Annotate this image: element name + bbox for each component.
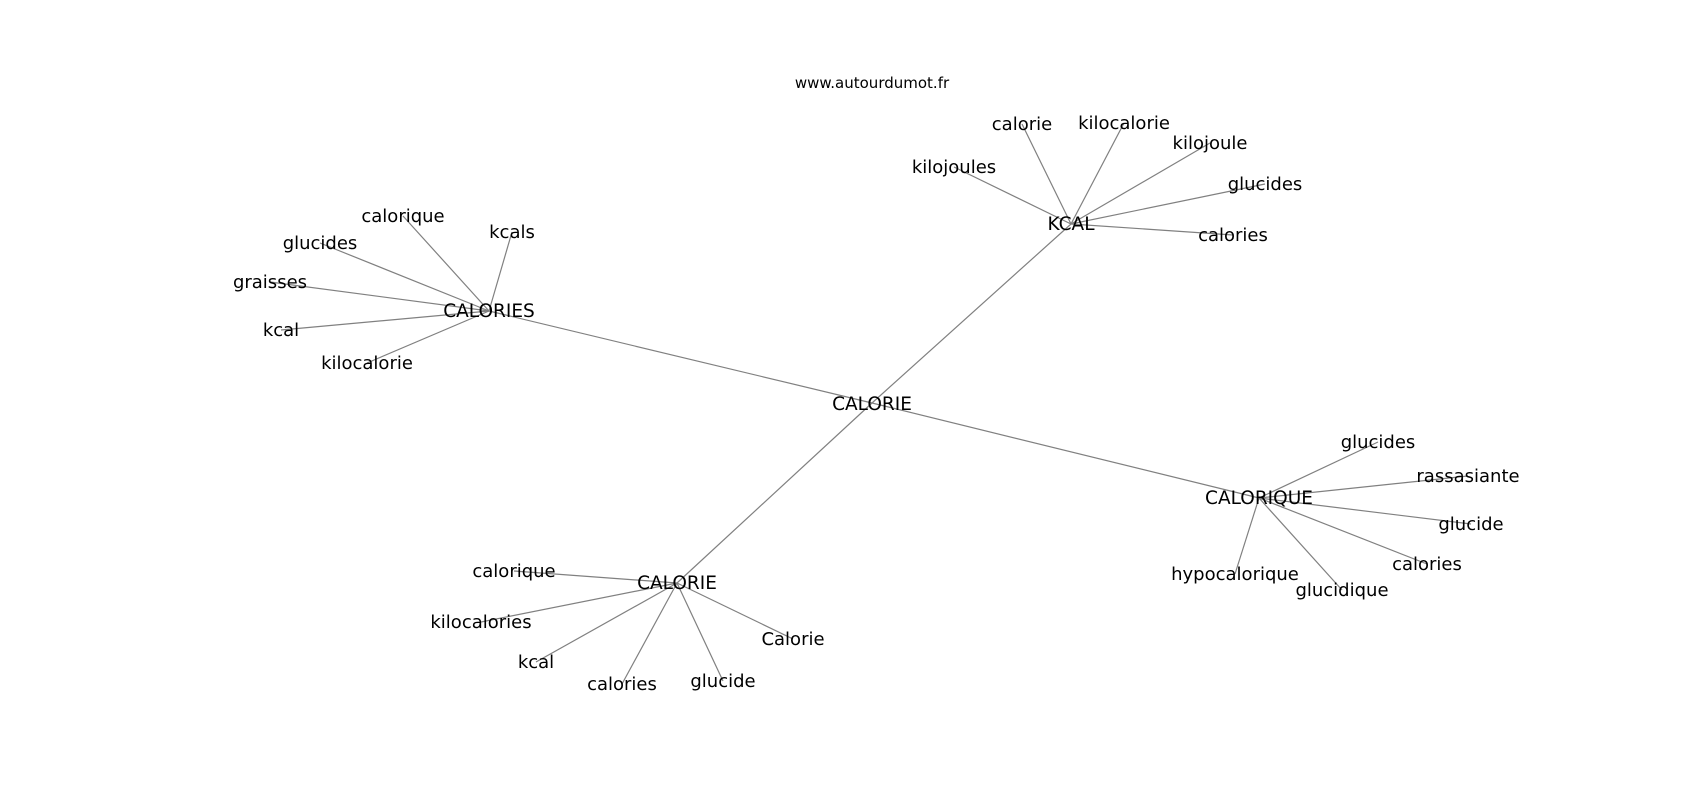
edge-calorique-to-leaf [1258,497,1343,591]
leaf-node-calorique-0[interactable]: glucides [1341,432,1416,453]
edge-kcal-to-leaf [1070,183,1266,225]
hub-node-calorie[interactable]: CALORIE [637,573,717,594]
leaf-node-kcal-4[interactable]: glucides [1228,174,1303,195]
edge-calorique-to-leaf [1258,475,1469,499]
source-credit[interactable]: www.autourdumot.fr [795,74,950,92]
leaf-node-calories-2[interactable]: glucides [283,233,358,254]
edge-calories-to-leaf [402,215,490,312]
leaf-node-calorique-1[interactable]: rassasiante [1416,466,1519,487]
leaf-node-kcal-2[interactable]: kilojoule [1173,133,1248,154]
leaf-node-calorie-5[interactable]: Calorie [761,629,824,650]
leaf-node-calorie-0[interactable]: calorique [472,561,555,582]
leaf-node-kcal-0[interactable]: calorie [992,114,1052,135]
edge-center-to-calorique [871,402,1260,499]
edge-kcal-to-leaf [1070,122,1125,225]
edges-layer [269,122,1472,685]
hub-node-calories[interactable]: CALORIES [443,301,535,322]
edge-center-to-kcal [871,223,1072,404]
edge-calories-to-leaf [280,310,490,331]
hub-node-calorique[interactable]: CALORIQUE [1205,488,1313,509]
edge-calories-to-leaf [319,242,490,312]
edge-kcal-to-leaf [1021,123,1072,225]
edge-calories-to-leaf [488,231,513,312]
edge-kcal-to-leaf [1070,223,1234,236]
leaf-node-kcal-5[interactable]: calories [1198,225,1268,246]
edge-calorique-to-leaf [1258,497,1428,565]
edge-calorique-to-leaf [1258,441,1379,499]
leaf-node-calorique-2[interactable]: glucide [1438,514,1503,535]
leaf-node-calories-1[interactable]: kcals [489,222,535,243]
leaf-node-calorie-3[interactable]: calories [587,674,657,695]
edge-calorique-to-leaf [1258,497,1472,525]
edge-calories-to-leaf [366,310,490,364]
edge-calorie-to-leaf [676,582,724,682]
edge-calories-to-leaf [269,281,490,312]
edge-calorie-to-leaf [621,582,678,685]
leaf-node-calories-0[interactable]: calorique [361,206,444,227]
leaf-node-calorique-4[interactable]: hypocalorique [1171,564,1299,585]
edge-calorie-to-leaf [513,570,678,584]
center-node-label[interactable]: CALORIE [832,394,912,415]
edge-kcal-to-leaf [953,166,1072,225]
edge-calorique-to-leaf [1234,497,1260,575]
leaf-node-calorique-5[interactable]: glucidique [1295,580,1388,601]
leaf-node-calories-5[interactable]: kilocalorie [321,353,413,374]
labels-layer: www.autourdumot.fr CALORIE CALORIES calor… [233,74,1520,695]
leaf-node-calories-4[interactable]: kcal [263,320,299,341]
leaf-node-calories-3[interactable]: graisses [233,272,307,293]
leaf-node-calorie-2[interactable]: kcal [518,652,554,673]
edge-calorie-to-leaf [535,582,678,663]
leaf-node-calorie-4[interactable]: glucide [690,671,755,692]
edge-center-to-calorie [676,402,873,584]
edge-calorie-to-leaf [676,582,794,640]
leaf-node-calorique-3[interactable]: calories [1392,554,1462,575]
hub-node-kcal[interactable]: KCAL [1048,214,1096,235]
leaf-node-kcal-3[interactable]: kilojoules [912,157,996,178]
edge-calorie-to-leaf [480,582,678,623]
leaf-node-calorie-1[interactable]: kilocalories [430,612,531,633]
edge-center-to-calories [488,310,873,404]
edge-kcal-to-leaf [1070,142,1211,225]
leaf-node-kcal-1[interactable]: kilocalorie [1078,113,1170,134]
